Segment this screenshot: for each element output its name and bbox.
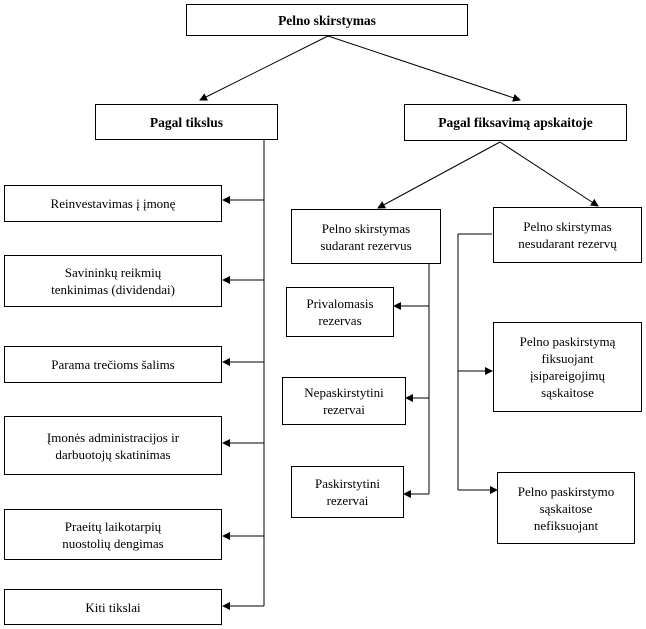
reserve-item-2: Nepaskirstytini rezervai — [282, 377, 406, 425]
arrow-root-to-purpose — [199, 35, 329, 101]
purpose-item-6: Kiti tikslai — [4, 589, 222, 625]
reserve-item-3: Paskirstytini rezervai — [291, 466, 404, 518]
arrow-accounting-to-reserves — [377, 141, 501, 209]
no-reserve-item-2: Pelno paskirstymo sąskaitose nefiksuojan… — [497, 472, 635, 544]
reserves-box: Pelno skirstymas sudarant rezervus — [291, 209, 441, 264]
accounting-branch-box: Pagal fiksavimą apskaitoje — [404, 104, 627, 141]
root-box: Pelno skirstymas — [186, 4, 468, 36]
purpose-item-4: Įmonės administracijos ir darbuotojų ska… — [4, 416, 222, 475]
arrow-root-to-accounting — [327, 35, 521, 102]
no-reserve-item-1: Pelno paskirstymą fiksuojant įsipareigoj… — [493, 322, 642, 412]
reserve-item-1: Privalomasis rezervas — [286, 287, 394, 337]
purpose-item-2: Savininkų reikmių tenkinimas (dividendai… — [4, 255, 222, 307]
purpose-item-5: Praeitų laikotarpių nuostolių dengimas — [4, 509, 222, 560]
purpose-item-3: Parama trečioms šalims — [4, 346, 222, 383]
purpose-branch-box: Pagal tikslus — [95, 104, 278, 140]
no-reserves-box: Pelno skirstymas nesudarant rezervų — [493, 207, 642, 263]
purpose-item-1: Reinvestavimas į įmonę — [4, 185, 222, 222]
arrow-accounting-to-no-reserves — [499, 141, 599, 207]
